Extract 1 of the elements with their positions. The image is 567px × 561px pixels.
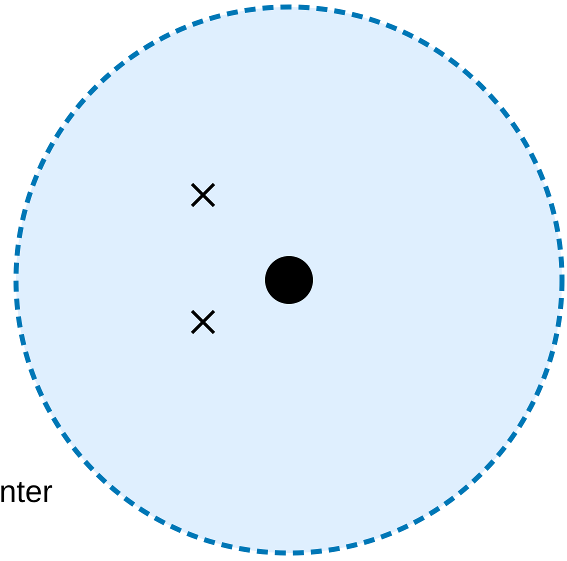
text-label: nter — [1, 482, 52, 502]
